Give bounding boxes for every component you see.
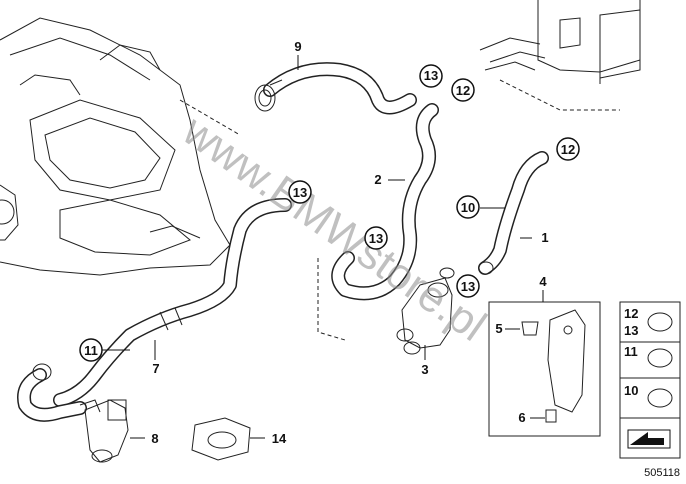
part-label-8: 8 xyxy=(151,431,158,446)
water-pump-8 xyxy=(79,399,129,463)
reference-line-box xyxy=(317,258,346,341)
reference-line-top xyxy=(179,99,241,136)
callout-13-mid: 13 xyxy=(288,180,312,204)
legend-label-11: 11 xyxy=(624,344,638,359)
callout-11: 11 xyxy=(79,338,103,362)
reference-line-right xyxy=(499,79,620,111)
svg-text:13: 13 xyxy=(369,231,383,246)
part-label-3: 3 xyxy=(421,362,428,377)
part-label-5: 5 xyxy=(495,321,502,336)
legend-label-12: 12 xyxy=(624,306,638,321)
callout-10: 10 xyxy=(456,195,480,219)
svg-text:10: 10 xyxy=(461,200,475,215)
part-label-7: 7 xyxy=(152,361,159,376)
legend-label-10: 10 xyxy=(624,383,638,398)
arrow-icon-shape xyxy=(630,432,664,445)
callout-13-valve: 13 xyxy=(456,274,480,298)
svg-text:12: 12 xyxy=(456,83,470,98)
hose-2 xyxy=(331,103,439,301)
valve-3 xyxy=(396,267,455,355)
part-label-4: 4 xyxy=(539,274,547,289)
callout-13-top: 13 xyxy=(419,64,443,88)
callout-12-top: 12 xyxy=(451,78,475,102)
hose-9 xyxy=(254,62,417,115)
clamp-legend xyxy=(619,301,681,459)
hose-1 xyxy=(478,151,549,275)
watermark: www.BMWstore.pl xyxy=(173,105,494,350)
gasket-14 xyxy=(191,417,251,461)
part-label-14: 14 xyxy=(272,431,287,446)
callout-13-left: 13 xyxy=(364,226,388,250)
callout-12-right: 12 xyxy=(556,137,580,161)
part-label-1: 1 xyxy=(541,230,548,245)
leader-lines xyxy=(102,55,545,439)
engine-block-illustration xyxy=(0,17,231,276)
svg-text:13: 13 xyxy=(293,185,307,200)
part-label-2: 2 xyxy=(374,172,381,187)
svg-text:13: 13 xyxy=(461,279,475,294)
legend-label-13: 13 xyxy=(624,323,638,338)
svg-text:12: 12 xyxy=(561,142,575,157)
diagram-code: 505118 xyxy=(644,467,680,479)
part-label-6: 6 xyxy=(518,410,525,425)
heater-housing-illustration xyxy=(479,0,641,84)
bracket-box-4 xyxy=(488,301,601,437)
part-label-9: 9 xyxy=(294,39,301,54)
hose-elbow-left xyxy=(17,363,87,422)
svg-text:11: 11 xyxy=(84,343,98,358)
hose-7 xyxy=(53,198,292,407)
svg-text:13: 13 xyxy=(424,68,438,83)
